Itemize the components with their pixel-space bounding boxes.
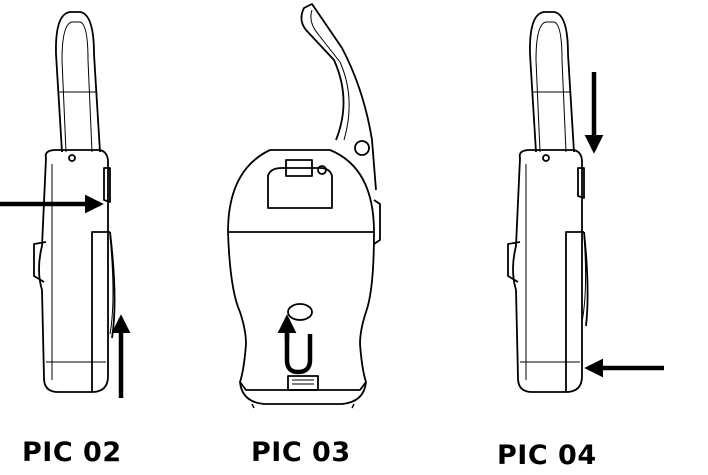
pic02-arrows — [0, 194, 131, 398]
u-turn-arrow-icon — [277, 314, 313, 375]
diagram-artwork — [0, 3, 664, 409]
pic04-caption: PIC 04 — [497, 440, 597, 471]
pic02-caption: PIC 02 — [22, 437, 122, 468]
pic03-caption: PIC 03 — [251, 437, 351, 468]
pic03-device-back-view — [227, 3, 381, 409]
pic04-arrows — [584, 72, 664, 378]
pic04-device-side-view — [507, 11, 589, 393]
